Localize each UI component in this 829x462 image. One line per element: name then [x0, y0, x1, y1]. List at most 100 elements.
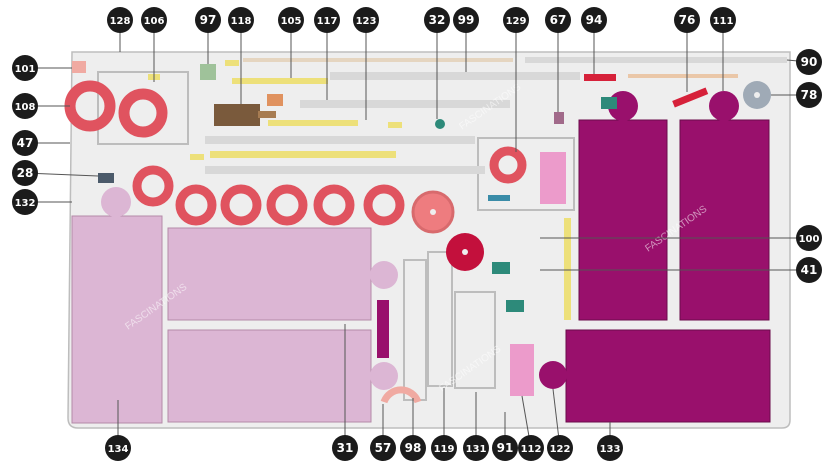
disc-pink-2 [370, 261, 398, 289]
callout-label-99: 99 [458, 13, 475, 27]
callout-badge-117 [314, 7, 340, 33]
callout-badge-132 [12, 189, 38, 215]
callout-badge-128 [107, 7, 133, 33]
callout-label-131: 131 [466, 444, 487, 455]
callout-117: 117 [314, 7, 340, 100]
callout-badge-105 [278, 7, 304, 33]
ring-row-5 [313, 184, 355, 226]
callout-28: 28 [12, 160, 99, 186]
callout-badge-41 [796, 257, 822, 283]
callout-badge-111 [710, 7, 736, 33]
callout-91: 91 [492, 412, 518, 461]
pink-bracket-129 [540, 152, 566, 204]
callout-134: 134 [105, 400, 131, 461]
ring-row-4 [266, 184, 308, 226]
part-67-clip [554, 112, 564, 124]
callout-badge-106 [141, 7, 167, 33]
rod-123 [268, 120, 358, 126]
callout-badge-119 [431, 435, 457, 461]
yellow-clip-3 [388, 122, 402, 128]
callout-label-133: 133 [600, 444, 621, 455]
callout-label-91: 91 [497, 441, 514, 455]
teal-connector-3 [506, 300, 524, 312]
callout-label-108: 108 [15, 102, 36, 113]
callout-label-47: 47 [17, 136, 34, 150]
callout-label-97: 97 [200, 13, 217, 27]
callout-122: 122 [547, 388, 573, 461]
callout-badge-94 [581, 7, 607, 33]
rod-90 [525, 57, 787, 63]
rod-105 [232, 78, 328, 84]
callout-133: 133 [597, 422, 623, 461]
part-118-shaft [258, 111, 276, 118]
rod-41 [564, 218, 571, 320]
callout-label-105: 105 [281, 16, 302, 27]
callout-112: 112 [518, 395, 544, 461]
callout-132: 132 [12, 189, 72, 215]
callout-label-134: 134 [108, 444, 129, 455]
callout-badge-101 [12, 55, 38, 81]
ring-row-1 [132, 165, 174, 207]
callout-108: 108 [12, 93, 70, 119]
rod-gray-2 [205, 166, 485, 174]
part-97-hub [200, 64, 216, 80]
callout-badge-90 [796, 49, 822, 75]
callout-97: 97 [195, 7, 221, 64]
callout-badge-122 [547, 435, 573, 461]
callout-label-112: 112 [521, 444, 542, 455]
callout-129: 129 [503, 7, 529, 152]
callout-badge-57 [370, 435, 396, 461]
part-122-disc [539, 361, 567, 389]
callout-badge-123 [353, 7, 379, 33]
callout-131: 131 [463, 392, 489, 461]
callout-label-32: 32 [429, 13, 446, 27]
frame-top-left [97, 71, 189, 145]
callout-badge-28 [12, 160, 38, 186]
callout-105: 105 [278, 7, 304, 78]
callout-76: 76 [674, 7, 700, 92]
callout-label-28: 28 [17, 166, 34, 180]
callout-label-100: 100 [799, 234, 820, 245]
callout-badge-78 [796, 82, 822, 108]
callout-label-122: 122 [550, 444, 571, 455]
callout-badge-32 [424, 7, 450, 33]
callout-badge-76 [674, 7, 700, 33]
part-78-hole [754, 92, 760, 98]
callout-label-119: 119 [434, 444, 455, 455]
callout-badge-112 [518, 435, 544, 461]
part-32-knob [435, 119, 445, 129]
callout-99: 99 [453, 7, 479, 72]
callout-78: 78 [771, 82, 822, 108]
ring-row-6 [363, 184, 405, 226]
callout-label-31: 31 [337, 441, 354, 455]
part-31-rod [377, 300, 389, 358]
part-101-block [72, 61, 86, 73]
callout-119: 119 [431, 388, 457, 461]
magenta-panel-left [578, 119, 668, 321]
callout-badge-129 [503, 7, 529, 33]
panel-middle-upper [167, 227, 372, 321]
part-112-bracket [510, 344, 534, 396]
callout-67: 67 [545, 7, 571, 112]
callout-label-118: 118 [231, 16, 252, 27]
part-76-bar [672, 87, 709, 108]
frame-119 [454, 291, 496, 389]
callout-31: 31 [332, 324, 358, 461]
part-134-panel [71, 215, 163, 424]
gear-salmon-hole [430, 209, 436, 215]
callout-badge-98 [400, 435, 426, 461]
rod-peach [628, 74, 738, 78]
callout-57: 57 [370, 404, 396, 461]
part-129-ring [489, 146, 527, 184]
callout-badge-100 [796, 225, 822, 251]
callout-label-101: 101 [15, 64, 36, 75]
callout-label-57: 57 [375, 441, 392, 455]
teal-connector-2 [492, 262, 510, 274]
callout-badge-67 [545, 7, 571, 33]
rod-long-yellow [210, 151, 396, 158]
callout-label-129: 129 [506, 16, 527, 27]
callout-label-98: 98 [405, 441, 422, 455]
rod-99 [330, 72, 580, 80]
rod-top [243, 58, 513, 62]
